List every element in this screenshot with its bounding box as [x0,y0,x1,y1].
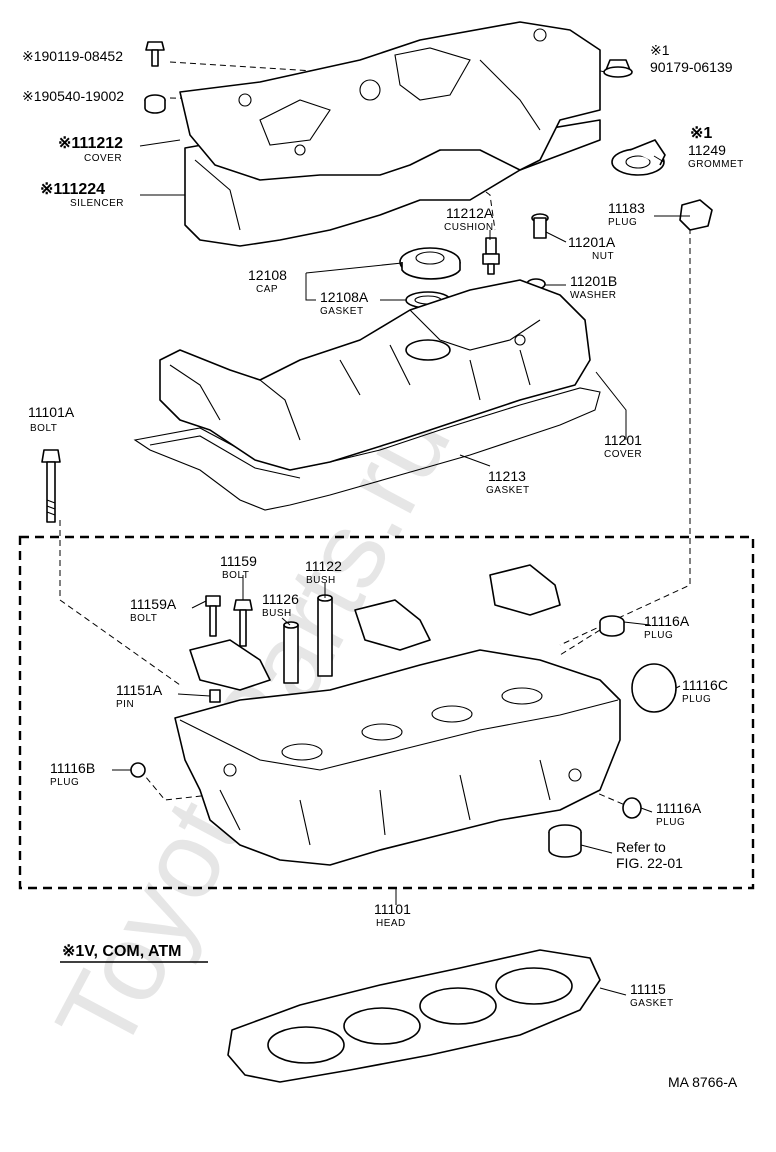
bolt-11159 [233,599,253,647]
bolt-11159A [205,595,221,637]
label-name-11116A-bottom: PLUG [656,817,685,828]
label-mark-90179: ※1 [650,42,670,58]
label-number-11159: 11159 [220,553,257,569]
label-mark-11249: ※1 [690,125,712,142]
plug-11116C [631,663,677,713]
label-number-190540: ※190540-19002 [22,88,124,104]
label-number-11116A-bottom: 11116A [656,800,702,816]
label-number-11201A: 11201A [568,234,616,250]
part-labels: ※190119-08452 ※190540-19002 ※1 90179-061… [22,42,744,1090]
label-number-11126: 11126 [262,591,299,607]
label-number-11159A: 11159A [130,596,177,612]
label-number-11116B: 11116B [50,760,95,776]
label-name-11151A: PIN [116,699,134,710]
label-name-11201A: NUT [592,251,614,262]
label-name-11122: BUSH [306,575,336,586]
label-name-11159A: BOLT [130,613,157,624]
label-name-11224: SILENCER [70,198,124,209]
bush-11126 [283,621,299,684]
head-assembly-boundary [18,535,755,890]
label-name-11201B: WASHER [570,290,617,301]
cushion-11212A [482,237,500,275]
label-name-11126: BUSH [262,608,292,619]
cover-11201 [159,279,591,471]
plug-11116A-top [599,615,625,637]
cap-12108 [399,247,461,280]
bolt-11101A [41,449,61,523]
label-name-12108A: GASKET [320,306,364,317]
label-number-11101A: 11101A [28,404,75,420]
label-number-11249: 11249 [688,142,726,158]
label-number-11101: 11101 [374,901,411,917]
label-number-12108: 12108 [248,267,287,283]
grommet-190540 [144,94,166,114]
label-name-11116B: PLUG [50,777,79,788]
label-number-90179: 90179-06139 [650,59,733,75]
label-number-11122: 11122 [305,558,342,574]
label-number-11212: ※111212 [58,135,123,152]
bearing-caps [189,564,561,691]
figure-code: MA 8766-A [668,1074,738,1090]
label-number-11213: 11213 [488,468,526,484]
nut-11201A [531,213,549,239]
label-name-11213: GASKET [486,485,530,496]
label-number-11151A: 11151A [116,682,163,698]
label-name-11212: COVER [84,153,122,164]
reference-line-1: Refer to [616,839,666,855]
label-name-11116C: PLUG [682,694,711,705]
plug-11116A-bottom [622,797,642,819]
footnote: ※1V, COM, ATM [62,943,182,960]
plug-11116B [130,762,146,778]
label-name-11212A: CUSHION [444,222,494,233]
nut-90179 [603,59,633,78]
reference-line-2: FIG. 22-01 [616,855,683,871]
label-number-11183: 11183 [608,200,645,216]
reference-plug [548,824,582,858]
pin-11151A [209,689,221,703]
cover-11212 [179,21,601,181]
label-name-11116A-top: PLUG [644,630,673,641]
label-name-11201: COVER [604,449,642,460]
label-name-12108: CAP [256,284,278,295]
label-number-11201: 11201 [604,432,642,448]
label-number-11224: ※111224 [40,181,105,198]
label-name-11159: BOLT [222,570,249,581]
label-number-11212A: 11212A [446,205,494,221]
label-name-11101A: BOLT [30,423,57,434]
label-number-11116A-top: 11116A [644,613,690,629]
label-name-11183: PLUG [608,217,637,228]
plug-11183 [679,199,713,231]
label-number-11201B: 11201B [570,273,617,289]
label-number-190119: ※190119-08452 [22,48,123,64]
leader-lines [112,139,690,996]
head-gasket-11115 [227,949,601,1083]
label-number-12108A: 12108A [320,289,369,305]
label-number-11116C: 11116C [682,677,728,693]
label-name-11115: GASKET [630,998,674,1009]
label-number-11115: 11115 [630,981,666,997]
bolt-190119 [145,41,165,67]
label-name-11101: HEAD [376,918,406,929]
cylinder-head-11101 [174,649,621,866]
grommet-11249 [611,139,666,176]
bush-11122 [317,594,333,677]
label-name-11249: GROMMET [688,159,744,170]
